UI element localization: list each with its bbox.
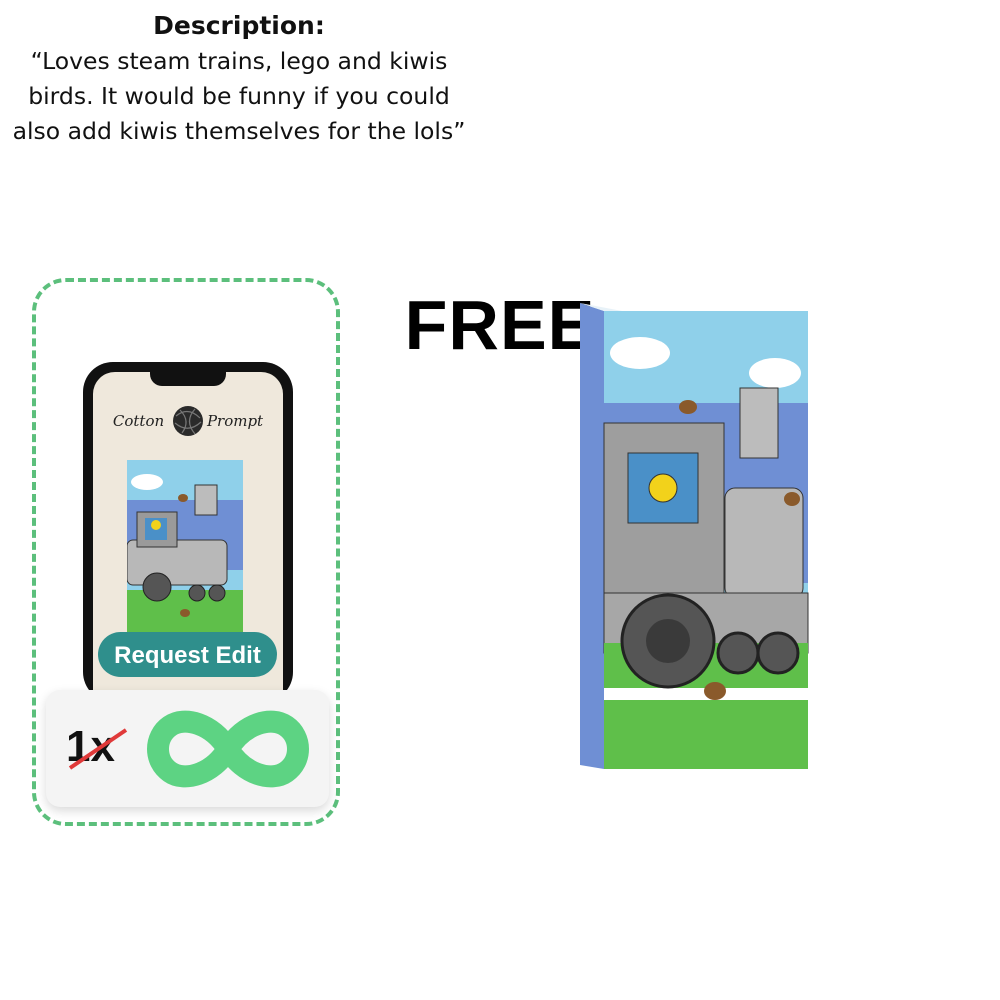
yarn-ball-logo-icon	[173, 406, 203, 436]
unlimited-edits-card: 1x	[46, 690, 329, 807]
canvas-print-artwork	[580, 303, 809, 769]
description-line: also add kiwis themselves for the lols”	[12, 117, 466, 145]
description-line: “Loves steam trains, lego and kiwis	[30, 47, 448, 75]
strikethrough-icon	[68, 728, 128, 770]
request-edit-button[interactable]: Request Edit	[98, 632, 277, 677]
description-text: “Loves steam trains, lego and kiwis bird…	[0, 44, 478, 149]
description-line: birds. It would be funny if you could	[28, 82, 450, 110]
brand-logo-text: Cotton Prompt	[93, 412, 283, 430]
description-title: Description:	[153, 11, 325, 40]
brand-name-right: Prompt	[206, 412, 264, 430]
infinity-icon	[147, 710, 309, 788]
phone-notch	[150, 372, 226, 386]
free-edit-promo-frame	[32, 278, 340, 826]
description-block: Description: “Loves steam trains, lego a…	[0, 10, 478, 149]
mini-artwork-preview	[127, 460, 243, 635]
brand-name-left: Cotton	[112, 412, 165, 430]
free-headline: FREE	[404, 286, 596, 364]
